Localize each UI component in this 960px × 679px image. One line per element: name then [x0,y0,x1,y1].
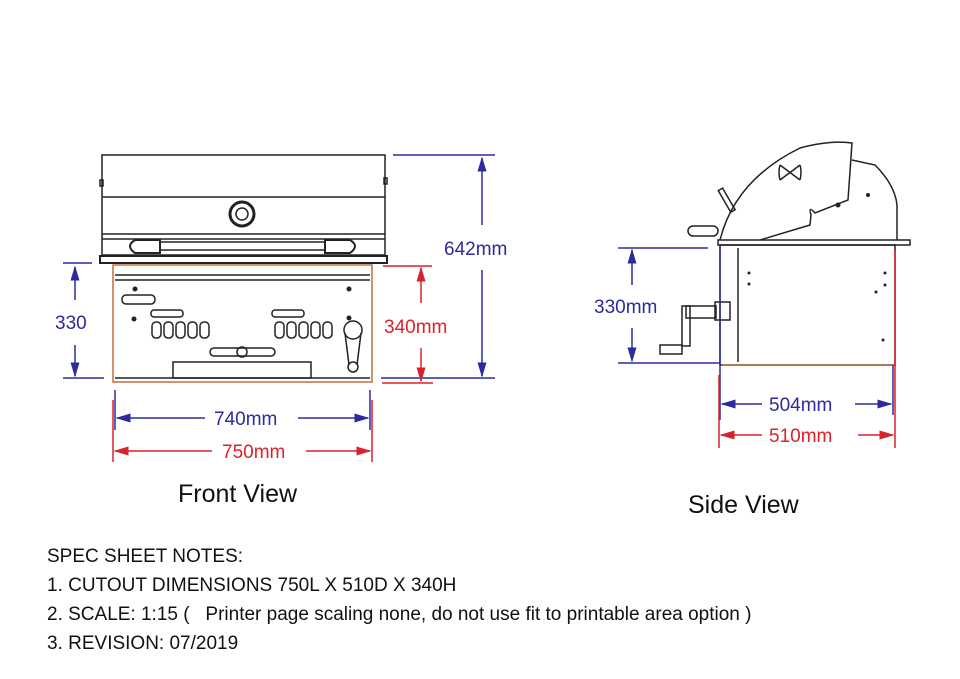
front-view-cabinet [112,264,373,383]
dim-front-height-330: 330 [55,313,87,334]
note-item: 2. SCALE: 1:15 ( Printer page scaling no… [47,604,752,625]
dim-side-depth-510: 510mm [769,426,832,447]
dim-front-width-740: 740mm [214,409,277,430]
side-view-dimensions: 330mm 504mm 510mm [594,245,896,448]
spec-sheet-notes: SPEC SHEET NOTES: 1. CUTOUT DIMENSIONS 7… [47,542,751,658]
dim-side-height-330: 330mm [594,297,657,318]
note-item: 3. REVISION: 07/2019 [47,633,239,654]
front-view-caption: Front View [178,480,298,508]
front-view-grill [99,154,388,264]
dim-front-width-750: 750mm [222,442,285,463]
side-view-grill [659,141,911,366]
notes-title: SPEC SHEET NOTES: [47,546,244,567]
dim-front-cutout-height-340: 340mm [384,317,447,338]
side-view-caption: Side View [688,491,800,519]
dim-front-height-642: 642mm [444,239,507,260]
front-view-dimensions: 330 642mm 340mm 740mm 750mm [55,154,507,463]
dim-side-depth-504: 504mm [769,395,832,416]
note-item: 1. CUTOUT DIMENSIONS 750L X 510D X 340H [47,575,457,596]
